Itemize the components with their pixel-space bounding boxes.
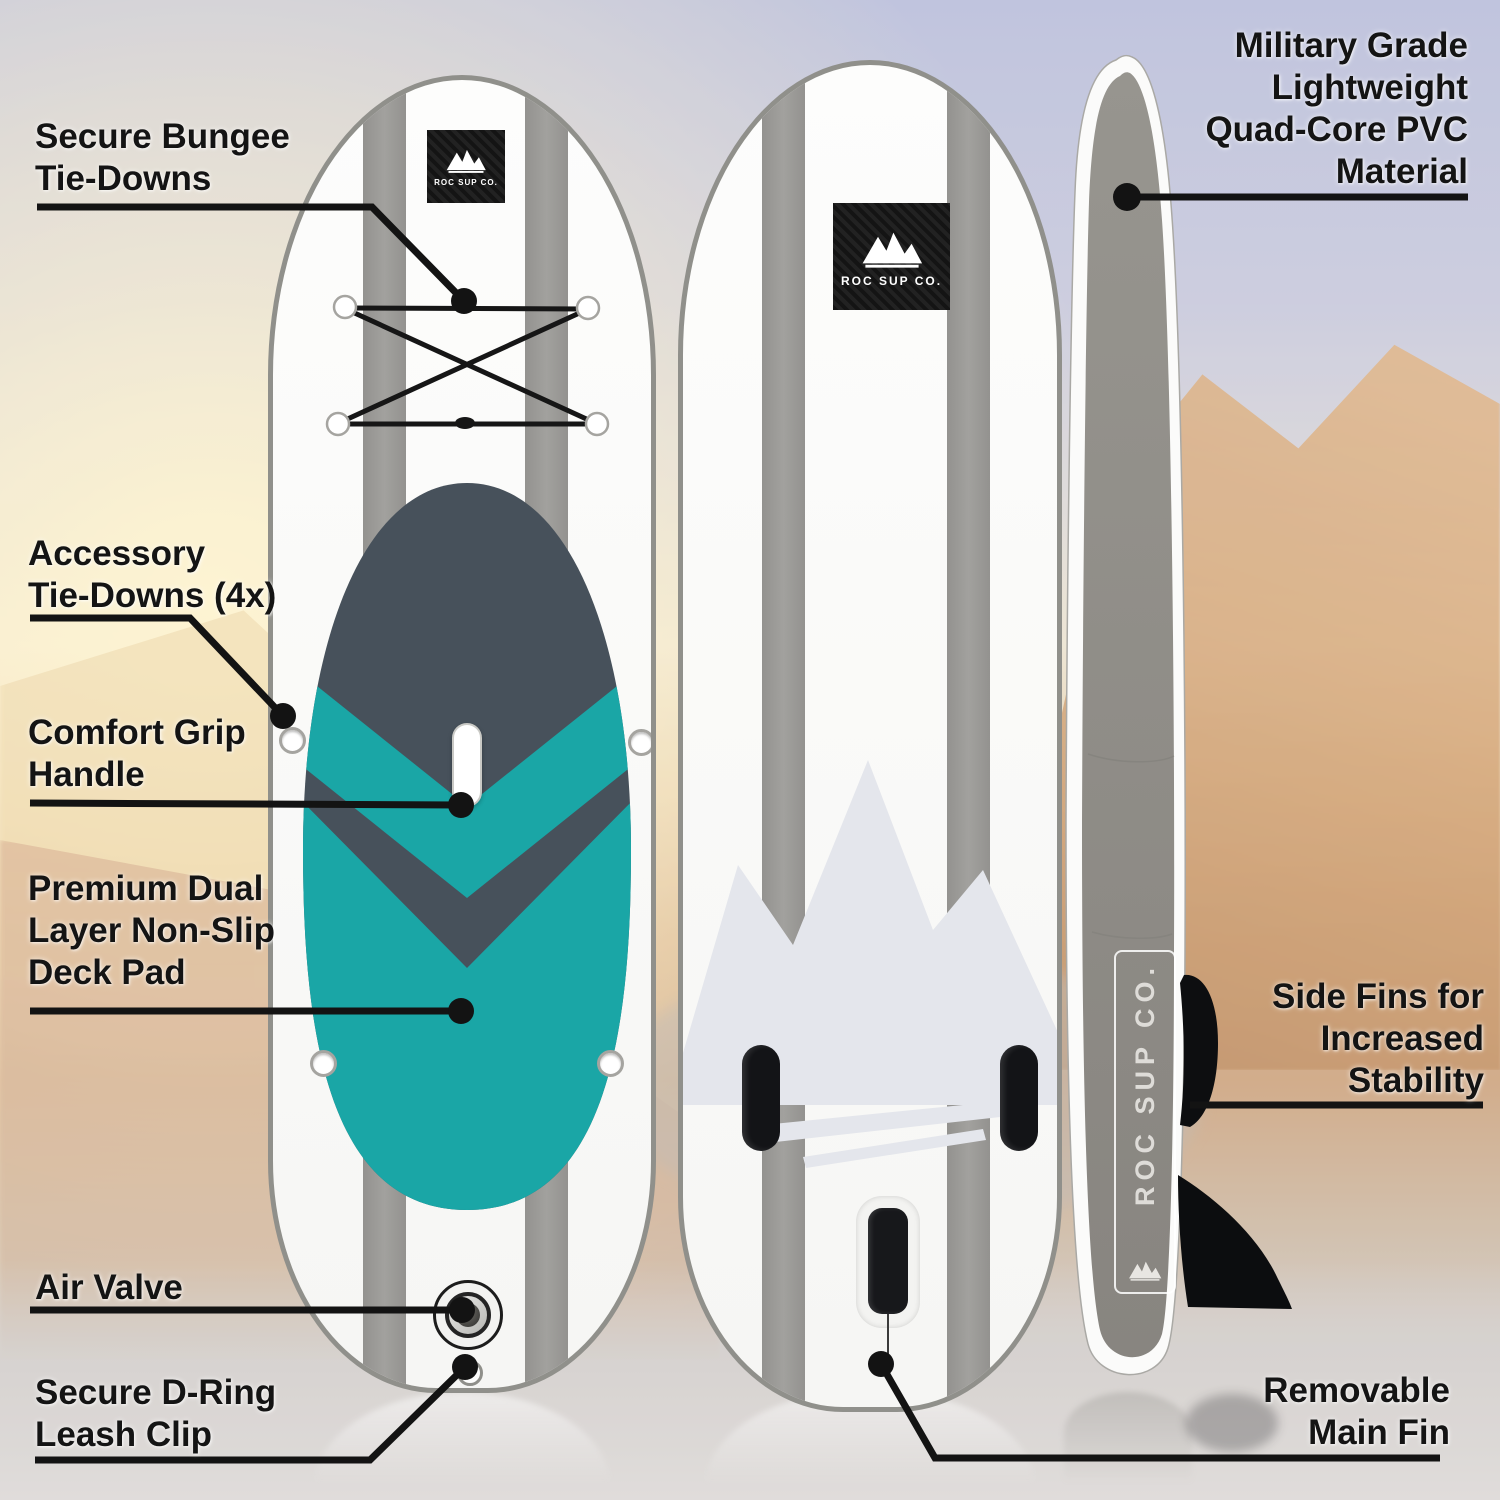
callout-secure-bungee: Secure Bungee Tie-Downs	[35, 117, 290, 198]
brand-name-front: ROC SUP CO.	[434, 178, 498, 187]
callout-deck-pad: Premium Dual Layer Non-Slip Deck Pad	[28, 869, 275, 992]
leader-secure-bungee	[37, 203, 467, 304]
mountain-watermark	[683, 760, 1057, 1168]
board-bottom-view: ROC SUP CO.	[678, 60, 1062, 1412]
leader-dot-air-valve	[449, 1297, 475, 1323]
side-fin-right	[1000, 1045, 1038, 1151]
side-fin-left	[742, 1045, 780, 1151]
leader-dot-secure-bungee	[451, 288, 477, 314]
accessory-dring-1	[279, 727, 306, 754]
brand-logo-patch-bottom: ROC SUP CO.	[833, 203, 950, 310]
mountain-logo-icon	[862, 232, 922, 268]
leader-comfort-handle	[29, 799, 462, 809]
callout-air-valve: Air Valve	[35, 1268, 183, 1307]
brand-badge-side: ROC SUP CO.	[1114, 950, 1176, 1294]
hull-stripe-right	[947, 65, 990, 1407]
main-fin-reflection	[1186, 1394, 1278, 1452]
bungee-rigging	[325, 294, 610, 437]
side-view-seam-1	[1087, 753, 1175, 763]
callout-accessory-tiedowns: Accessory Tie-Downs (4x)	[28, 534, 277, 615]
main-fin-mount	[868, 1208, 908, 1314]
bungee-cord-diagonal-2	[339, 307, 588, 425]
bungee-knot	[455, 417, 475, 429]
brand-logo-patch-front: ROC SUP CO.	[427, 130, 505, 203]
bungee-dring-top-right	[575, 295, 601, 321]
leader-dot-deck-pad	[448, 998, 474, 1024]
hull-stripe-left	[762, 65, 805, 1407]
accessory-dring-2	[628, 729, 651, 756]
bungee-dring-bottom-right	[584, 411, 610, 437]
leader-accessory-tiedowns	[30, 614, 286, 719]
callout-comfort-handle: Comfort Grip Handle	[28, 713, 246, 794]
main-fin-mount-pointer	[887, 1314, 889, 1370]
callout-side-fins: Side Fins for Increased Stability	[1272, 977, 1484, 1100]
callout-main-fin: Removable Main Fin	[1263, 1371, 1450, 1452]
mountain-logo-icon	[446, 149, 486, 173]
leader-dot-main-fin	[868, 1351, 894, 1377]
side-view-pvc-panel	[1082, 72, 1175, 1358]
callout-dring-leash: Secure D-Ring Leash Clip	[35, 1373, 277, 1454]
leader-dot-accessory	[270, 703, 296, 729]
board-side-view	[1065, 54, 1186, 1376]
side-view-fins	[1178, 974, 1292, 1309]
leader-main-fin	[877, 1362, 1440, 1462]
accessory-dring-3	[310, 1050, 337, 1077]
bungee-dring-bottom-left	[325, 411, 351, 437]
side-fin-profile	[1180, 974, 1218, 1127]
side-view-seam-2	[1091, 931, 1173, 939]
bungee-cord-diagonal-1	[346, 307, 595, 425]
leader-dot-military-pvc	[1113, 183, 1141, 211]
leader-dring-leash	[35, 1364, 468, 1464]
board-side-reflection	[1064, 1392, 1192, 1500]
brand-name-bottom: ROC SUP CO.	[840, 273, 943, 288]
bungee-dring-top-left	[332, 294, 358, 320]
leader-dot-handle	[448, 792, 474, 818]
accessory-dring-4	[597, 1050, 624, 1077]
main-fin-profile	[1178, 1175, 1292, 1309]
leader-dot-dring	[452, 1354, 478, 1380]
deck-pad-teal-chevron	[303, 670, 631, 898]
callout-military-pvc: Military Grade Lightweight Quad-Core PVC…	[1205, 26, 1468, 191]
mountain-logo-icon	[1129, 1261, 1162, 1281]
